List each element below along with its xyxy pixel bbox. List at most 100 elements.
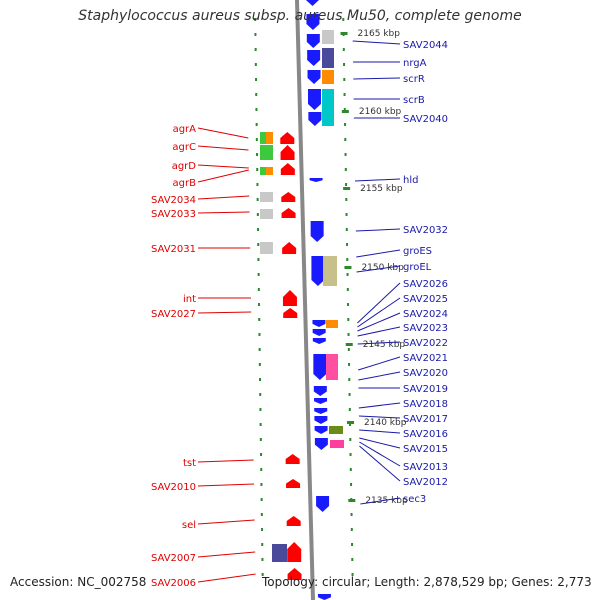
forward-gene-arrow xyxy=(312,320,326,327)
gene-label-sav2033: SAV2033 xyxy=(151,209,196,220)
forward-gene-arrow xyxy=(312,338,326,344)
tick-dot xyxy=(260,513,263,516)
gene-label-sav2006: SAV2006 xyxy=(151,578,196,589)
tick-dot xyxy=(256,183,259,186)
label-leader-line xyxy=(358,415,401,419)
label-leader-line xyxy=(197,519,255,525)
gene-function-bar xyxy=(326,320,338,328)
tick-dot xyxy=(350,513,353,516)
bp-tick-label: 2165 kbp xyxy=(358,29,401,39)
tick-dot xyxy=(345,228,348,231)
forward-gene-arrow xyxy=(314,398,328,404)
gene-label-sav2019: SAV2019 xyxy=(403,384,448,395)
gene-function-bar xyxy=(266,167,273,175)
gene-function-bar xyxy=(260,145,273,160)
gene-label-agrb: agrB xyxy=(173,178,197,189)
bp-tick xyxy=(343,187,351,190)
tick-dot xyxy=(343,78,346,81)
tick-dot xyxy=(344,123,347,126)
tick-dot xyxy=(348,393,351,396)
gene-label-hld: hld xyxy=(403,175,418,186)
label-leader-line xyxy=(358,402,401,409)
label-leader-line xyxy=(197,311,252,314)
tick-dot xyxy=(259,408,262,411)
reverse-gene-arrow xyxy=(280,132,295,144)
gene-label-sav2013: SAV2013 xyxy=(403,462,448,473)
tick-dot xyxy=(258,333,261,336)
tick-dot xyxy=(257,288,260,291)
tick-dot xyxy=(342,18,345,21)
label-leader-line xyxy=(356,249,401,258)
genome-backbone xyxy=(295,0,315,600)
reverse-gene-arrow xyxy=(286,516,301,526)
label-leader-line xyxy=(359,441,401,467)
gene-label-sav2018: SAV2018 xyxy=(403,399,448,410)
forward-gene-arrow xyxy=(307,89,321,110)
tick-dot xyxy=(258,363,261,366)
forward-gene-arrow xyxy=(317,594,331,600)
tick-dot xyxy=(259,438,262,441)
accession-text: Accession: NC_002758 xyxy=(10,575,147,589)
gene-function-bar xyxy=(260,132,268,144)
gene-label-sav2032: SAV2032 xyxy=(403,225,448,236)
bp-tick xyxy=(340,32,348,35)
gene-function-bar xyxy=(326,354,338,380)
gene-label-tst: tst xyxy=(183,458,196,469)
tick-dot xyxy=(349,453,352,456)
forward-gene-arrow xyxy=(307,50,321,66)
tick-dot xyxy=(254,63,257,66)
bp-tick xyxy=(344,266,352,269)
forward-gene-arrow xyxy=(312,329,326,336)
label-leader-line xyxy=(359,429,401,434)
bp-tick xyxy=(341,110,349,113)
bp-tick xyxy=(345,343,353,346)
tick-dot xyxy=(261,543,264,546)
tick-dot xyxy=(259,393,262,396)
gene-label-sav2015: SAV2015 xyxy=(403,444,448,455)
tick-dot xyxy=(344,153,347,156)
gene-label-sav2023: SAV2023 xyxy=(403,323,448,334)
tick-dot xyxy=(347,303,350,306)
gene-label-sav2027: SAV2027 xyxy=(151,309,196,320)
tick-dot xyxy=(349,468,352,471)
label-leader-line xyxy=(356,265,401,273)
tick-dot xyxy=(343,93,346,96)
forward-gene-arrow xyxy=(306,14,320,30)
label-leader-line xyxy=(359,437,401,449)
forward-gene-arrow xyxy=(308,112,322,126)
gene-function-bar xyxy=(260,242,273,254)
tick-dot xyxy=(347,318,350,321)
tick-dot xyxy=(345,183,348,186)
tick-dot xyxy=(259,423,262,426)
tick-dot xyxy=(349,438,352,441)
gene-label-scrr: scrR xyxy=(403,74,425,85)
label-leader-line xyxy=(357,326,401,337)
gene-function-bar xyxy=(260,167,267,175)
tick-dot xyxy=(345,213,348,216)
tick-dot xyxy=(256,153,259,156)
label-leader-line xyxy=(358,371,401,381)
tick-dot xyxy=(342,48,345,51)
gene-label-sav2016: SAV2016 xyxy=(403,429,448,440)
tick-dot xyxy=(351,573,354,576)
tick-dot xyxy=(254,48,257,51)
reverse-gene-arrow xyxy=(285,454,300,464)
label-leader-line xyxy=(197,127,249,139)
reverse-gene-arrow xyxy=(280,163,295,175)
label-leader-line xyxy=(197,459,254,463)
bp-tick-label: 2145 kbp xyxy=(363,340,406,350)
tick-dot xyxy=(346,258,349,261)
reverse-gene-arrow xyxy=(286,479,301,488)
forward-gene-arrow xyxy=(311,256,325,286)
bp-tick xyxy=(347,421,355,424)
gene-label-sel: sel xyxy=(182,520,196,531)
tick-dot xyxy=(257,228,260,231)
tick-dot xyxy=(260,453,263,456)
reverse-gene-arrow xyxy=(287,568,302,580)
bp-tick xyxy=(348,499,356,502)
forward-gene-arrow xyxy=(307,70,321,84)
tick-dot xyxy=(255,78,258,81)
forward-gene-arrow xyxy=(316,496,330,512)
tick-dot xyxy=(257,243,260,246)
